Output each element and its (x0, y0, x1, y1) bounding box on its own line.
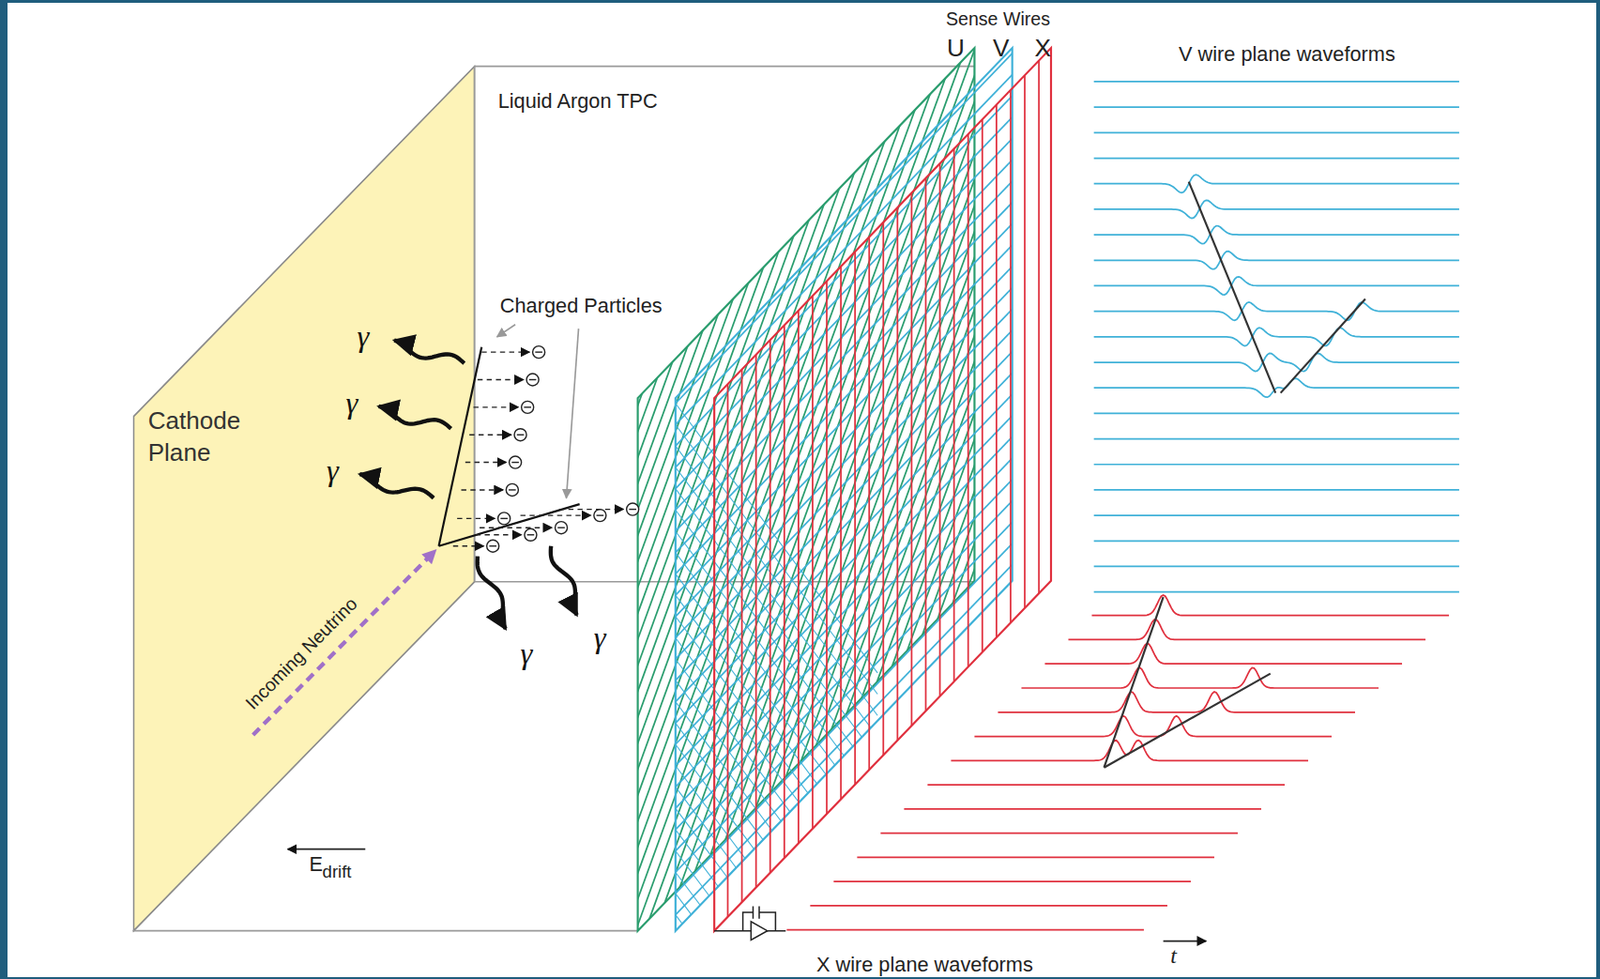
drift-electrons (453, 346, 640, 553)
preamp-symbol (714, 906, 786, 941)
photon-symbol: γ (594, 620, 607, 655)
particle-tracks (439, 347, 580, 547)
cathode-outline (132, 62, 475, 932)
waveform-title: X wire plane waveforms (816, 953, 1034, 976)
photon-symbol: γ (357, 318, 370, 352)
photon-symbol: γ (326, 453, 339, 488)
node-title: Cathode Plane (148, 404, 271, 471)
plane-letter: V (992, 34, 1009, 62)
photon-symbol: γ (520, 635, 534, 670)
cathode-plane: Cathode Plane (132, 62, 475, 932)
field-symbol: E (308, 852, 323, 875)
tpc-box (132, 66, 975, 931)
callout-label: Charged Particles (500, 293, 663, 317)
waveform-title: V wire plane waveforms (1178, 43, 1396, 66)
plane-letter: U (946, 34, 965, 62)
x-waveforms (786, 594, 1449, 930)
wire-plane (728, 60, 1040, 917)
field-subscript: drift (322, 863, 352, 883)
wire-plane (675, 53, 1013, 979)
plane-letter: X (1035, 34, 1052, 62)
photon-symbol: γ (346, 385, 359, 420)
wire-title: Sense Wires (945, 10, 1051, 31)
box-label: Liquid Argon TPC (498, 90, 658, 113)
time-axis: t (1170, 944, 1177, 969)
v-waveforms (1094, 81, 1460, 593)
